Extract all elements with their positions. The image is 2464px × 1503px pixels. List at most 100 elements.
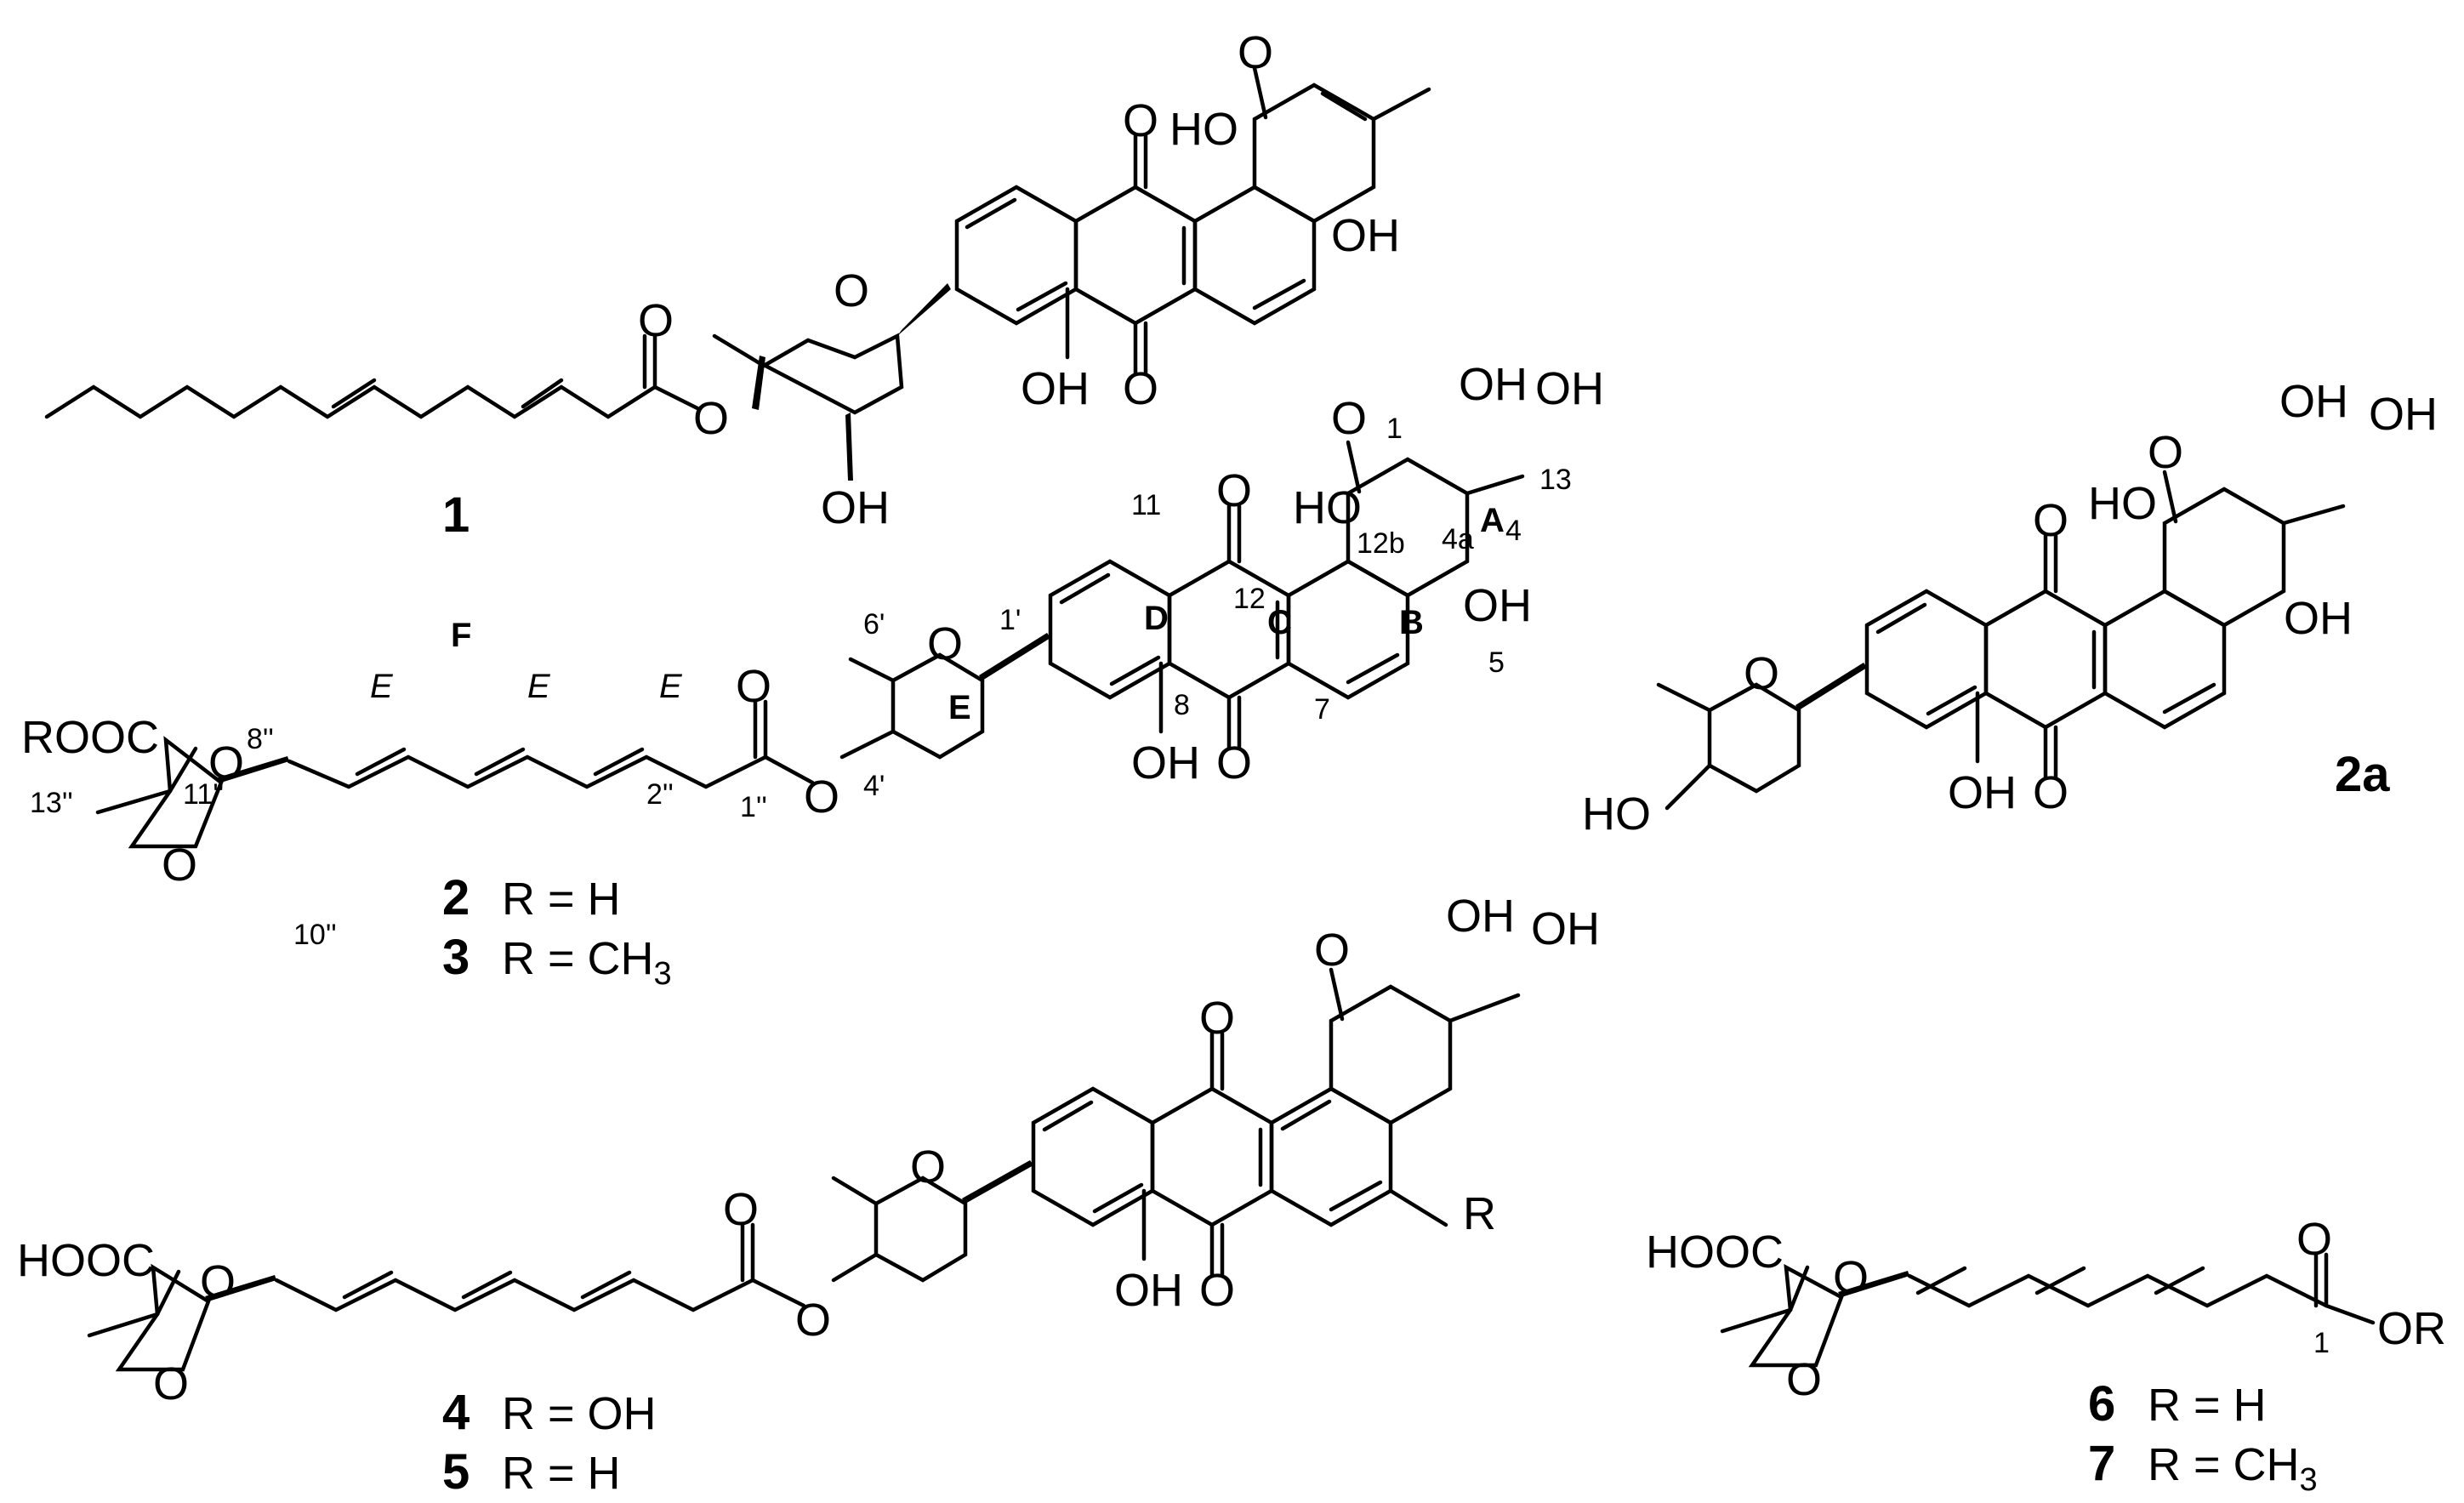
compound-2-dioxolane-oxygen-bottom: O — [162, 840, 197, 891]
locant-13: 13 — [1539, 464, 1572, 496]
compound-4-ester-oxygen: O — [795, 1295, 831, 1346]
compound-2-phenol-hydroxyl: OH — [1131, 737, 1200, 789]
compound-7-label: 7 — [2088, 1436, 2115, 1491]
compound-1-phenol-hydroxyl: OH — [1021, 363, 1090, 414]
compound-2a-sugar-hydroxyl: HO — [1582, 789, 1651, 840]
compound-4-carbonyl-oxygen: O — [723, 1184, 759, 1235]
compound-4-acid-group: HOOC — [17, 1235, 155, 1286]
compound-6-acid-group: HOOC — [1646, 1227, 1784, 1278]
compound-1-label: 1 — [442, 487, 469, 543]
compound-2-ester-oxygen: O — [804, 771, 839, 823]
compound-4-quinone-oxygen-bottom: O — [1199, 1265, 1235, 1316]
compound-1-ring-oxygen: O — [834, 265, 869, 316]
locant-8: 8 — [1174, 689, 1190, 721]
locant-2-double-prime: 2'' — [646, 778, 674, 811]
ring-label-d: D — [1144, 600, 1169, 637]
compound-1-quinone-oxygen-bottom: O — [1123, 363, 1158, 414]
ring-label-e: E — [948, 689, 971, 726]
compound-4-ketone-oxygen: O — [1314, 925, 1350, 976]
locant-1-prime: 1' — [999, 604, 1021, 636]
compound-1-sugar-hydroxyl: OH — [821, 482, 890, 533]
compound-2-ketone-oxygen: O — [1331, 393, 1367, 444]
locant-11: 11 — [1131, 489, 1161, 521]
compound-7-r-definition: R = CH3 — [2148, 1439, 2318, 1498]
locant-4a: 4a — [1442, 523, 1474, 555]
compound-4-3-hydroxyl: OH — [1531, 903, 1600, 954]
compound-2-quinone-oxygen-top: O — [1216, 465, 1252, 516]
compound-2a-4a-hydroxyl: OH — [2284, 593, 2353, 644]
ring-label-a: A — [1480, 502, 1505, 539]
compound-1-carbonyl-oxygen: O — [638, 295, 674, 346]
compound-2a-phenol-hydroxyl: OH — [1948, 767, 2017, 818]
compound-2-quinone-oxygen-bottom: O — [1216, 737, 1252, 789]
locant-1: 1 — [1386, 413, 1403, 445]
compound-2a-2-hydroxyl: OH — [2279, 376, 2348, 427]
locant-1-double-prime: 1'' — [740, 791, 767, 823]
compound-1-quinone-oxygen-top: O — [1123, 95, 1158, 146]
compound-2a-structure — [1656, 470, 2346, 811]
compound-2-4a-hydroxyl: OH — [1463, 580, 1532, 631]
compound-1-ester-oxygen: O — [693, 393, 729, 444]
compound-2-12b-hydroxyl: HO — [1293, 482, 1362, 533]
locant-5: 5 — [1488, 646, 1505, 679]
olefin-geometry-3: E — [659, 668, 683, 705]
locant-8-double-prime: 8'' — [247, 723, 274, 755]
compound-1-ketone-oxygen: O — [1238, 27, 1273, 78]
compound-2-pyran-oxygen: O — [927, 618, 963, 669]
compound-4-structure — [87, 967, 1521, 1372]
compound-4-dioxolane-oxygen-top: O — [200, 1256, 236, 1307]
compound-2a-12b-hydroxyl: HO — [2088, 478, 2157, 529]
compound-4-r-definition: R = OH — [502, 1388, 657, 1439]
locant-13-double-prime: 13'' — [30, 787, 73, 819]
compound-2-dioxolane-oxygen-top: O — [208, 737, 244, 789]
compound-1-12b-hydroxyl: HO — [1169, 104, 1238, 155]
compound-2-structure — [95, 440, 1525, 849]
compound-2a-quinone-oxygen-top: O — [2033, 495, 2069, 546]
compound-6-label: 6 — [2088, 1376, 2115, 1432]
locant-10-double-prime: 10'' — [293, 919, 337, 951]
compound-3-label: 3 — [442, 930, 469, 985]
locant-12: 12 — [1233, 583, 1266, 615]
compound-2-label: 2 — [442, 870, 469, 925]
compound-6-structure — [1720, 1252, 2376, 1368]
locant-6-prime: 6' — [863, 608, 885, 640]
compound-6-dioxolane-oxygen-bottom: O — [1786, 1354, 1822, 1405]
compound-6-carbonyl-oxygen: O — [2296, 1214, 2332, 1265]
compound-2-r-definition: R = H — [502, 874, 621, 925]
compound-4-pyran-oxygen: O — [910, 1141, 946, 1193]
compound-2a-quinone-oxygen-bottom: O — [2033, 767, 2069, 818]
compound-6-dioxolane-oxygen-top: O — [1833, 1252, 1869, 1303]
compound-4-phenol-hydroxyl: OH — [1114, 1265, 1183, 1316]
compound-4-2-hydroxyl: OH — [1446, 891, 1515, 942]
locant-4: 4 — [1505, 515, 1522, 547]
compound-2-3-hydroxyl: OH — [1535, 363, 1604, 414]
compound-6-locant-1: 1 — [2313, 1327, 2330, 1359]
compound-1-4a-hydroxyl: OH — [1331, 210, 1400, 261]
compound-2-ester-group: ROOC — [21, 712, 159, 763]
compound-2a-label: 2a — [2335, 747, 2390, 802]
locant-4-prime: 4' — [863, 770, 885, 802]
ring-label-f: F — [451, 617, 471, 654]
compound-2a-pyran-oxygen: O — [1744, 648, 1779, 699]
locant-12b: 12b — [1357, 527, 1405, 560]
compound-2-carbonyl-oxygen: O — [736, 661, 771, 712]
compound-6-ester-group: OR — [2377, 1303, 2446, 1354]
compound-4-r-substituent: R — [1463, 1188, 1496, 1239]
compound-2a-ketone-oxygen: O — [2148, 427, 2183, 478]
compound-6-r-definition: R = H — [2148, 1380, 2267, 1431]
locant-7: 7 — [1314, 693, 1330, 726]
compound-2a-3-hydroxyl: OH — [2369, 389, 2438, 440]
ring-label-c: C — [1267, 604, 1292, 641]
compound-3-r-definition: R = CH3 — [502, 933, 672, 992]
ring-label-b: B — [1399, 604, 1424, 641]
olefin-geometry-1: E — [370, 668, 394, 705]
compound-4-quinone-oxygen-top: O — [1199, 993, 1235, 1044]
compound-5-r-definition: R = H — [502, 1448, 621, 1499]
compound-1-structure — [44, 65, 1431, 481]
compound-2-2-hydroxyl: OH — [1459, 359, 1528, 410]
locant-11-double-prime: 11'' — [183, 778, 224, 811]
compound-4-dioxolane-oxygen-bottom: O — [153, 1358, 189, 1409]
compound-4-label: 4 — [442, 1385, 469, 1440]
